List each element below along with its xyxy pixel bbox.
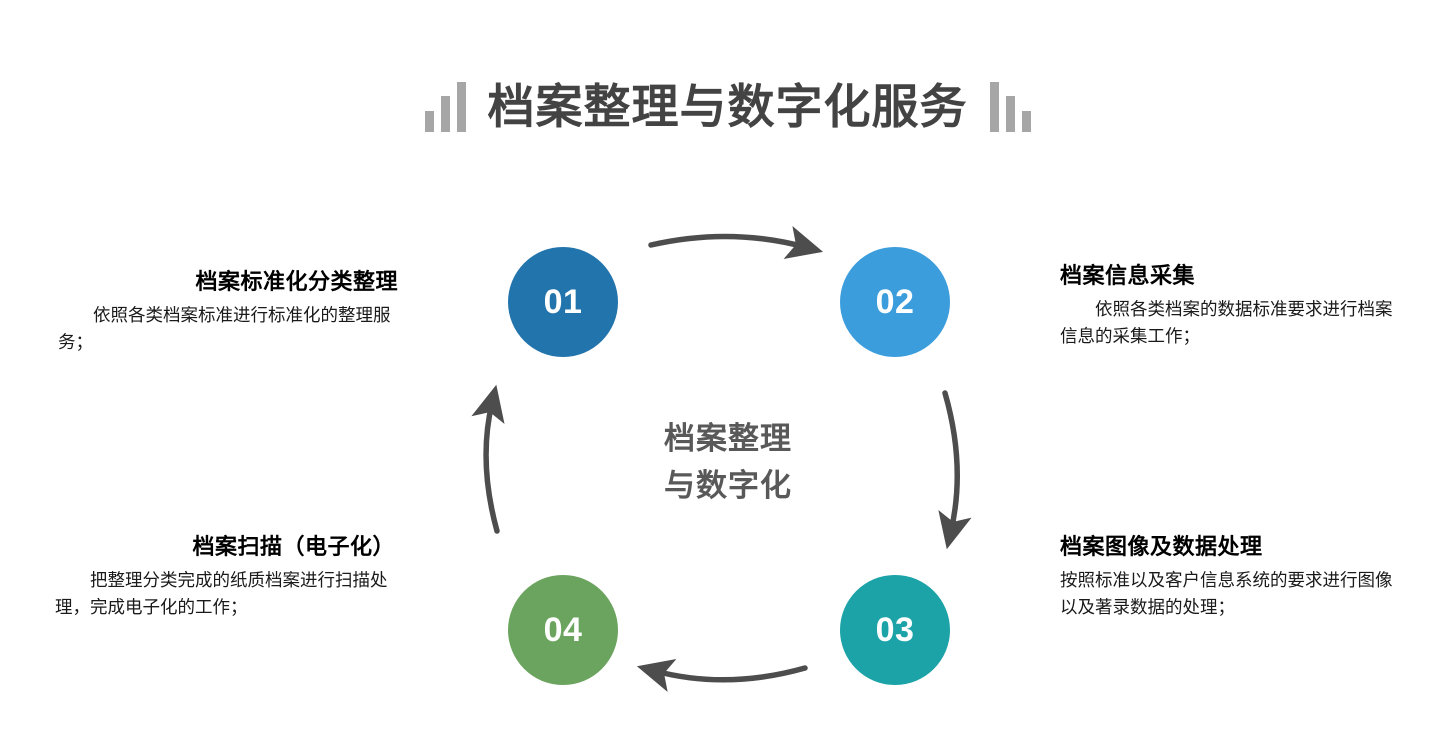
ascending-bars-icon <box>424 80 466 132</box>
step-text-block-02: 档案信息采集 依照各类档案的数据标准要求进行档案信息的采集工作； <box>1060 262 1400 350</box>
step-text-block-03: 档案图像及数据处理 按照标准以及客户信息系统的要求进行图像以及著录数据的处理； <box>1060 533 1400 621</box>
center-label-line-2: 与数字化 <box>664 468 792 504</box>
step-circle-04[interactable]: 04 <box>508 575 618 685</box>
page-title: 档案整理与数字化服务 <box>487 79 968 133</box>
arrow-left-icon <box>471 384 505 534</box>
step-body-01: 依照各类档案标准进行标准化的整理服务； <box>58 304 391 352</box>
step-circle-01[interactable]: 01 <box>508 247 618 357</box>
step-body-03: 按照标准以及客户信息系统的要求进行图像以及著录数据的处理； <box>1060 569 1393 617</box>
step-heading-03: 档案图像及数据处理 <box>1060 534 1263 559</box>
step-body-04: 把整理分类完成的纸质档案进行扫描处理，完成电子化的工作； <box>55 569 388 617</box>
arrow-top-icon <box>648 225 824 259</box>
step-circle-03[interactable]: 03 <box>840 575 950 685</box>
step-heading-04: 档案扫描（电子化） <box>192 534 395 559</box>
step-body-02: 依照各类档案的数据标准要求进行档案信息的采集工作； <box>1060 298 1393 346</box>
step-heading-01: 档案标准化分类整理 <box>195 269 398 294</box>
step-heading-02: 档案信息采集 <box>1060 263 1196 288</box>
arrow-bottom-icon <box>636 658 808 692</box>
step-text-block-04: 档案扫描（电子化） 把整理分类完成的纸质档案进行扫描处理，完成电子化的工作； <box>55 533 395 621</box>
diagram-center-label: 档案整理 与数字化 <box>563 415 893 509</box>
step-text-block-01: 档案标准化分类整理 依照各类档案标准进行标准化的整理服务； <box>58 268 398 356</box>
step-circle-02[interactable]: 02 <box>840 247 950 357</box>
descending-bars-icon <box>989 80 1031 132</box>
arrow-right-icon <box>938 390 972 550</box>
center-label-line-1: 档案整理 <box>664 421 792 456</box>
page-title-row: 档案整理与数字化服务 <box>0 66 1455 146</box>
